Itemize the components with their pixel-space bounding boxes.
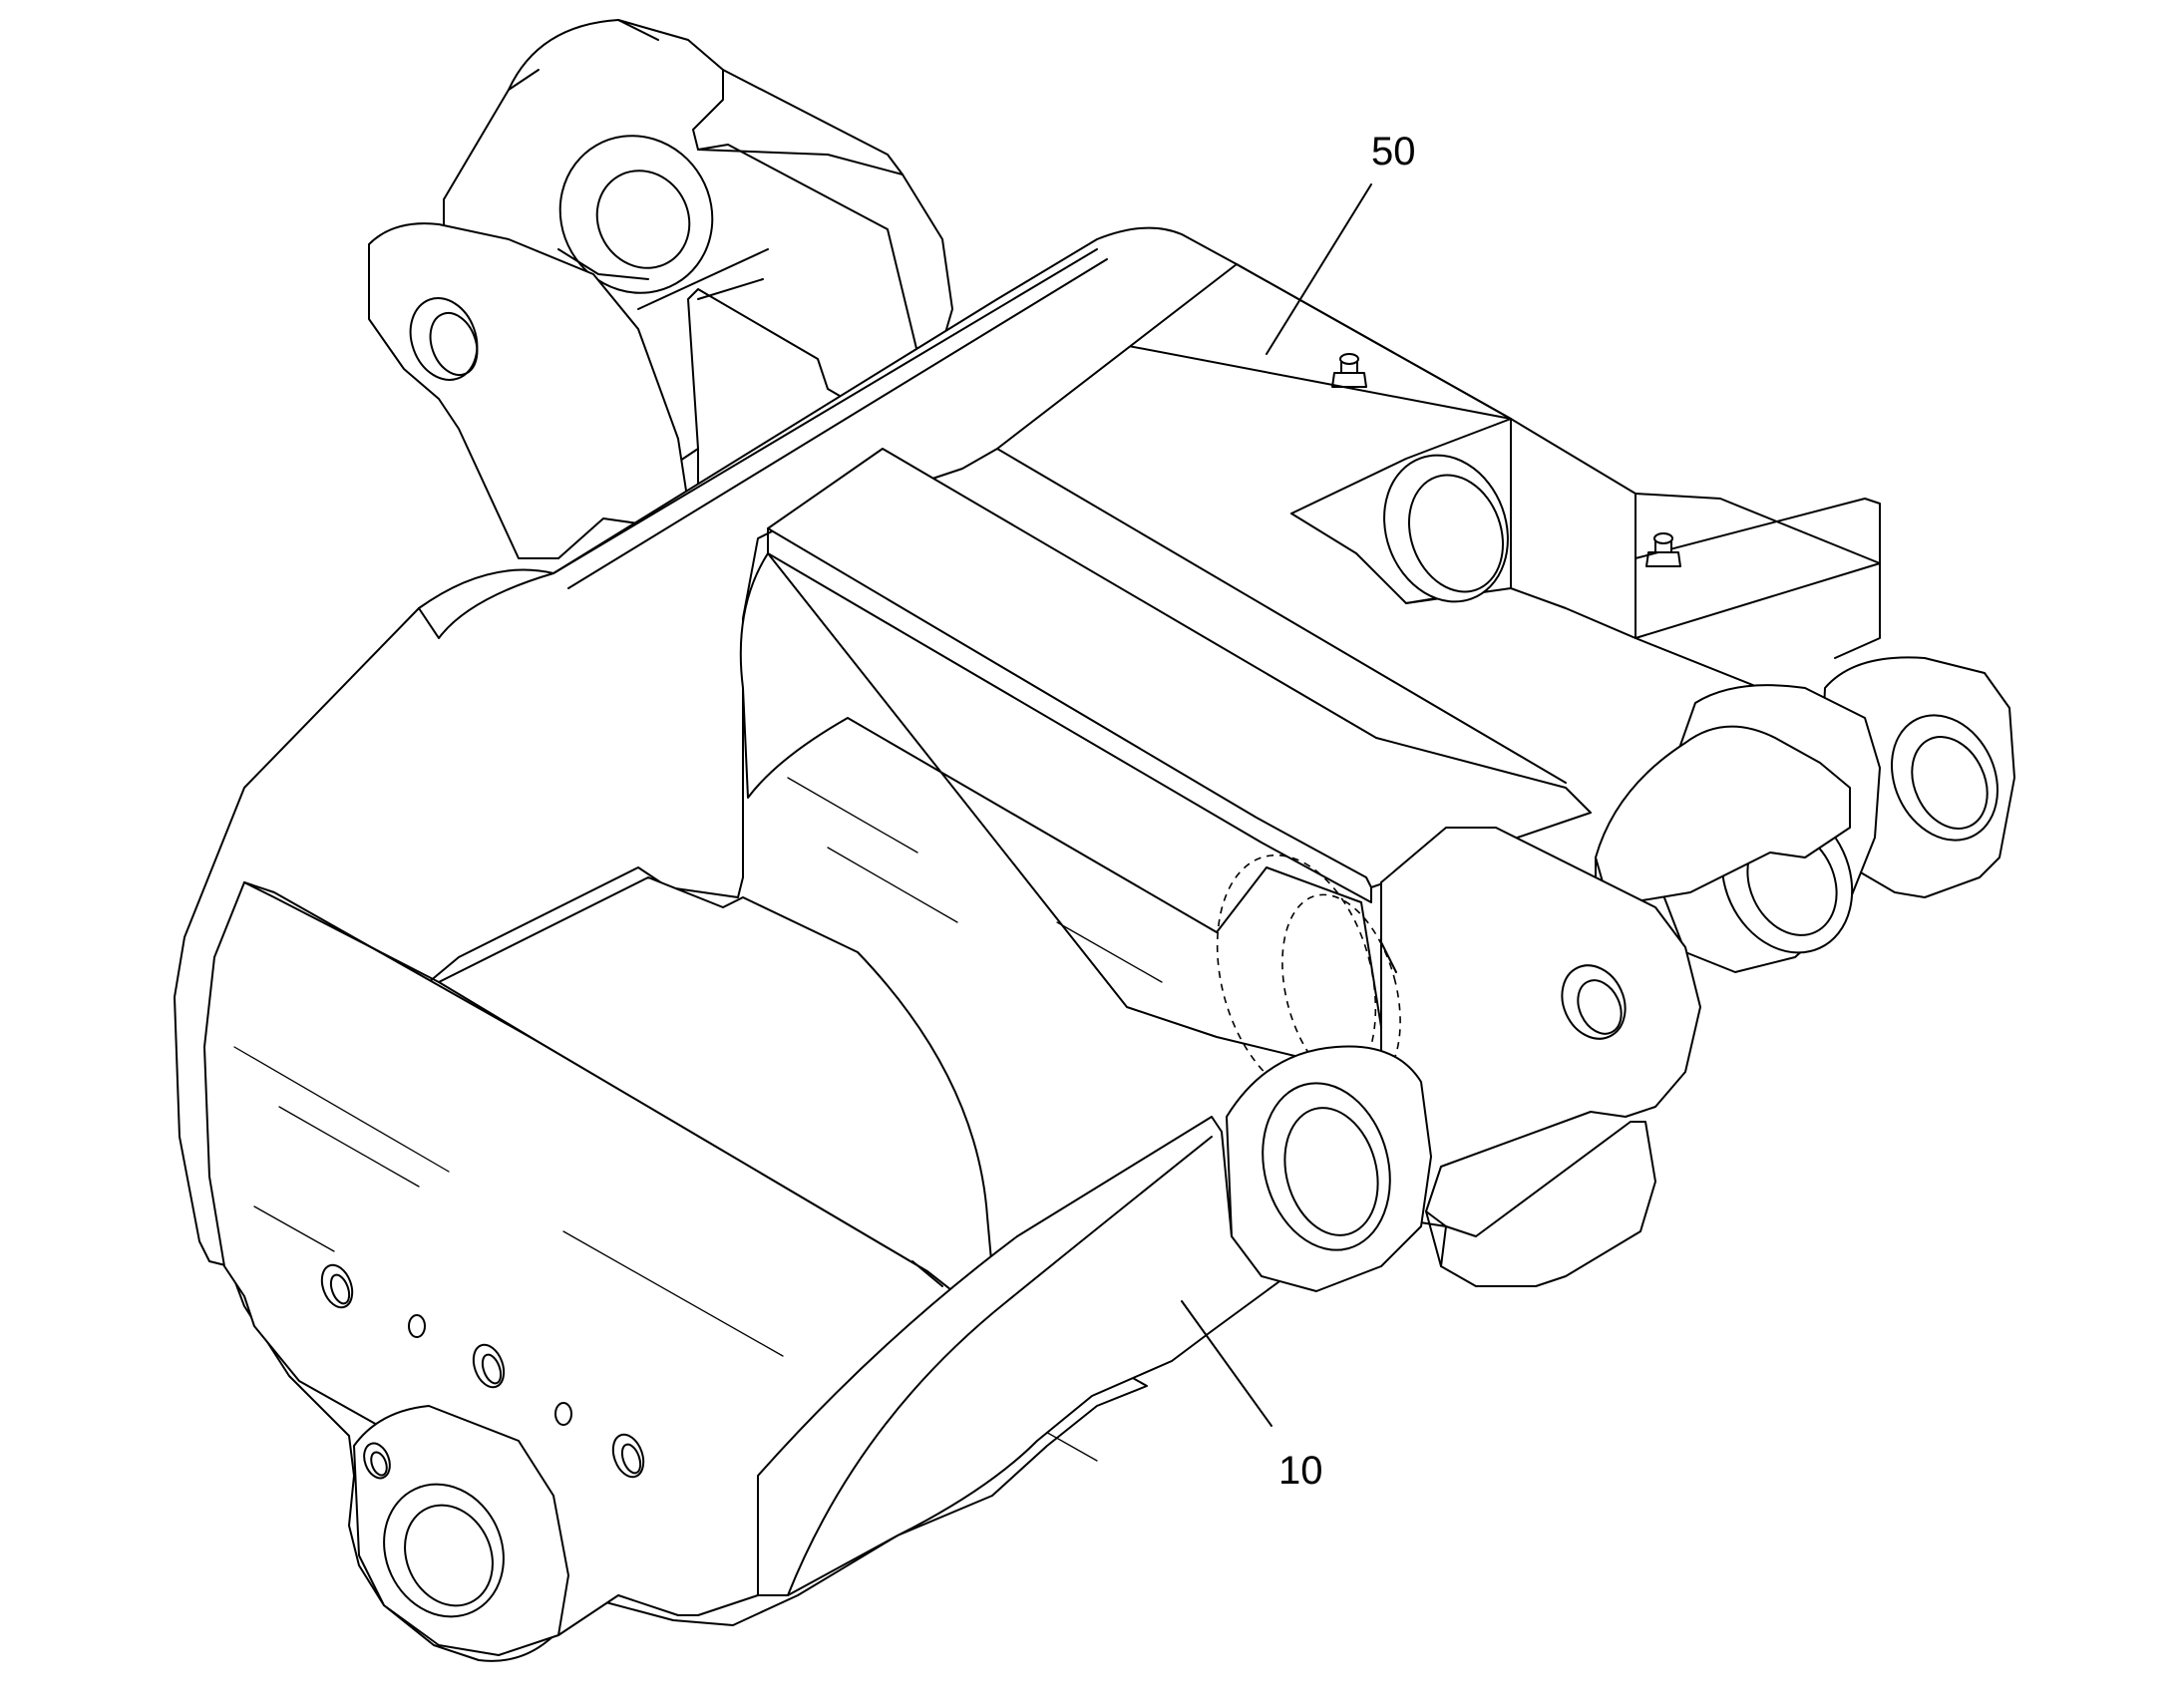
bolt-icon <box>1645 532 1681 567</box>
main-body-10 <box>174 226 1592 1662</box>
leader-line-10 <box>1181 1300 1272 1427</box>
leader-lines <box>1181 183 1372 1427</box>
reference-label-10: 10 <box>1278 1449 1323 1493</box>
reference-label-50: 50 <box>1371 130 1416 173</box>
hinge-boss <box>558 135 714 294</box>
hinge-pin-hole <box>409 297 479 381</box>
bracket-bore <box>1383 454 1509 603</box>
right-hinge-cluster <box>1216 656 2015 1292</box>
bolt-icon <box>1331 353 1367 388</box>
top-plate <box>767 448 1592 888</box>
upper-bracket-50 <box>986 243 1881 784</box>
top-left-hinge <box>368 19 953 559</box>
barrel <box>739 552 1382 1078</box>
leader-line-50 <box>1266 183 1372 355</box>
lower-rail-panel <box>438 876 998 1327</box>
large-hinge-hole <box>1561 964 1627 1040</box>
front-hinge-plate <box>1595 725 1851 903</box>
side-bolt-holes <box>320 1263 645 1479</box>
